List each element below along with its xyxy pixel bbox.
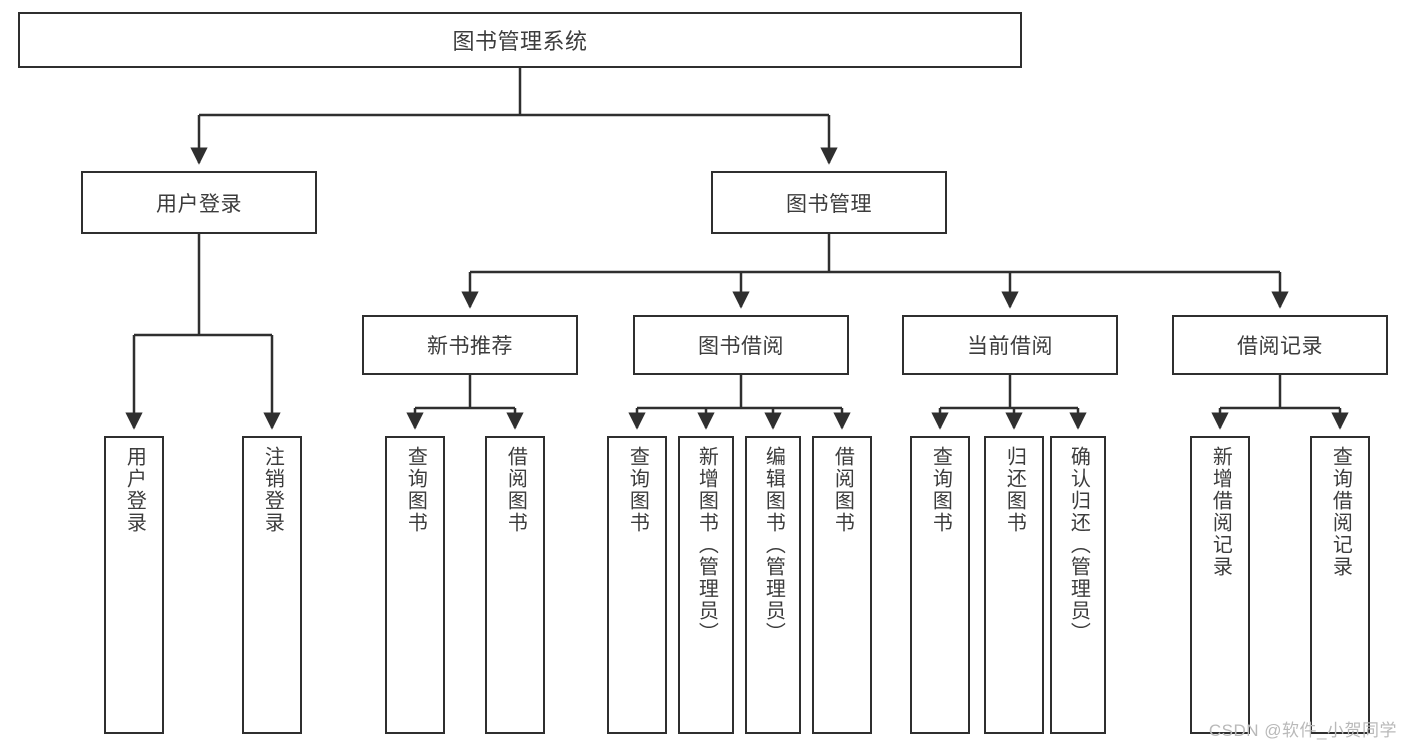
node-leaf-query-book-borrow[interactable]: 查询图书: [607, 436, 667, 734]
node-leaf-user-login-label: 用户登录: [123, 446, 146, 534]
node-leaf-query-borrow-record-label: 查询借阅记录: [1329, 446, 1352, 578]
node-leaf-user-login[interactable]: 用户登录: [104, 436, 164, 734]
node-leaf-logout[interactable]: 注销登录: [242, 436, 302, 734]
node-leaf-add-book-admin-label: 新增图书（管理员）: [695, 446, 718, 644]
node-new-book-recommend[interactable]: 新书推荐: [362, 315, 578, 375]
node-leaf-borrow-book-recommend-label: 借阅图书: [504, 446, 527, 534]
node-leaf-borrow-book-label: 借阅图书: [831, 446, 854, 534]
node-leaf-logout-label: 注销登录: [261, 446, 284, 534]
node-borrow-record-label: 借阅记录: [1237, 335, 1323, 358]
node-leaf-return-book[interactable]: 归还图书: [984, 436, 1044, 734]
node-leaf-borrow-book-recommend[interactable]: 借阅图书: [485, 436, 545, 734]
node-leaf-confirm-return-admin-label: 确认归还（管理员）: [1067, 446, 1090, 644]
node-book-manage[interactable]: 图书管理: [711, 171, 947, 234]
node-leaf-edit-book-admin[interactable]: 编辑图书（管理员）: [745, 436, 801, 734]
node-book-borrow[interactable]: 图书借阅: [633, 315, 849, 375]
node-new-book-recommend-label: 新书推荐: [427, 335, 513, 358]
node-book-manage-label: 图书管理: [786, 192, 872, 216]
node-leaf-add-borrow-record[interactable]: 新增借阅记录: [1190, 436, 1250, 734]
node-leaf-confirm-return-admin[interactable]: 确认归还（管理员）: [1050, 436, 1106, 734]
node-borrow-record[interactable]: 借阅记录: [1172, 315, 1388, 375]
node-root[interactable]: 图书管理系统: [18, 12, 1022, 68]
node-leaf-query-book-borrow-label: 查询图书: [626, 446, 649, 534]
node-leaf-borrow-book[interactable]: 借阅图书: [812, 436, 872, 734]
node-current-borrow[interactable]: 当前借阅: [902, 315, 1118, 375]
node-leaf-add-book-admin[interactable]: 新增图书（管理员）: [678, 436, 734, 734]
node-user-login-label: 用户登录: [156, 192, 242, 216]
node-leaf-query-book-current-label: 查询图书: [929, 446, 952, 534]
node-leaf-edit-book-admin-label: 编辑图书（管理员）: [762, 446, 785, 644]
node-leaf-query-book-recommend[interactable]: 查询图书: [385, 436, 445, 734]
node-root-label: 图书管理系统: [452, 29, 588, 54]
node-leaf-query-book-recommend-label: 查询图书: [404, 446, 427, 534]
watermark-label: CSDN @软件_小贺同学: [1208, 721, 1397, 740]
node-leaf-add-borrow-record-label: 新增借阅记录: [1209, 446, 1232, 578]
node-leaf-query-borrow-record[interactable]: 查询借阅记录: [1310, 436, 1370, 734]
node-leaf-query-book-current[interactable]: 查询图书: [910, 436, 970, 734]
node-current-borrow-label: 当前借阅: [967, 335, 1053, 358]
node-user-login[interactable]: 用户登录: [81, 171, 317, 234]
node-book-borrow-label: 图书借阅: [698, 335, 784, 358]
node-leaf-return-book-label: 归还图书: [1003, 446, 1026, 534]
